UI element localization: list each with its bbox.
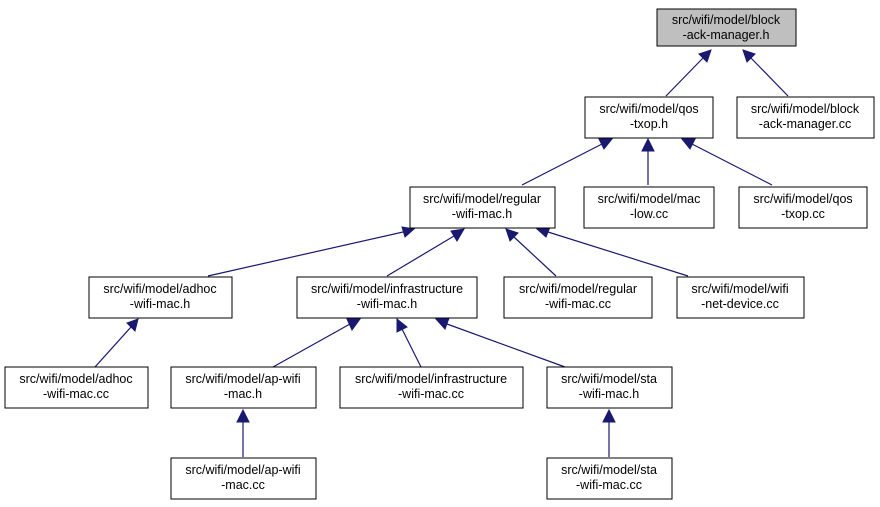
- node-label-line1: src/wifi/model/sta: [561, 463, 657, 477]
- node-adhoc-wifi-mac-cc[interactable]: src/wifi/model/adhoc -wifi-mac.cc: [4, 366, 149, 409]
- node-label-line2: -wifi-mac.h: [130, 297, 190, 311]
- node-box: [676, 276, 805, 319]
- node-box: [409, 186, 556, 229]
- node-box: [503, 276, 653, 319]
- node-label-line1: src/wifi/model/mac: [598, 192, 701, 206]
- node-regular-wifi-mac-cc[interactable]: src/wifi/model/regular -wifi-mac.cc: [503, 276, 653, 319]
- node-box: [4, 366, 149, 409]
- node-label-line1: src/wifi/model/infrastructure: [311, 282, 463, 296]
- node-label-line1: src/wifi/model/ap-wifi: [185, 372, 300, 386]
- node-mac-low-cc[interactable]: src/wifi/model/mac -low.cc: [583, 186, 715, 229]
- node-label-line2: -wifi-mac.h: [357, 297, 417, 311]
- node-label-line1: src/wifi/model/block: [672, 13, 781, 27]
- node-box: [170, 366, 317, 409]
- node-label-line1: src/wifi/model/ap-wifi: [185, 463, 300, 477]
- node-label-line1: src/wifi/model/regular: [519, 282, 637, 296]
- edge-regular-wifi-mac-h-to-qos-txop-h: [521, 138, 614, 186]
- node-label-line2: -txop.cc: [781, 207, 825, 221]
- node-block-ack-manager-cc[interactable]: src/wifi/model/block -ack-manager.cc: [736, 96, 875, 139]
- node-box: [583, 186, 715, 229]
- node-box: [546, 457, 673, 500]
- node-adhoc-wifi-mac-h[interactable]: src/wifi/model/adhoc -wifi-mac.h: [88, 276, 233, 319]
- node-label-line2: -wifi-mac.cc: [43, 387, 109, 401]
- node-wifi-net-device-cc[interactable]: src/wifi/model/wifi -net-device.cc: [676, 276, 805, 319]
- node-label-line2: -ack-manager.h: [683, 28, 770, 42]
- node-label-line1: src/wifi/model/qos: [753, 192, 852, 206]
- node-box: [170, 457, 317, 500]
- node-box: [339, 366, 524, 409]
- node-label-line2: -mac.h: [224, 387, 262, 401]
- node-label-line1: src/wifi/model/sta: [561, 372, 657, 386]
- edge-qos-txop-h-to-block-ack-manager-h: [665, 49, 712, 97]
- edge-adhoc-wifi-mac-h-to-regular-wifi-mac-h: [207, 226, 416, 277]
- node-ap-wifi-mac-cc[interactable]: src/wifi/model/ap-wifi -mac.cc: [170, 457, 317, 500]
- node-block-ack-manager-h[interactable]: src/wifi/model/block -ack-manager.h: [656, 8, 797, 47]
- edge-regular-wifi-mac-cc-to-regular-wifi-mac-h: [505, 228, 557, 277]
- node-label-line2: -wifi-mac.h: [579, 387, 639, 401]
- node-box: [584, 96, 714, 139]
- edge-qos-txop-cc-to-qos-txop-h: [680, 138, 773, 186]
- edge-sta-wifi-mac-cc-to-sta-wifi-mac-h: [602, 408, 616, 457]
- node-box: [296, 276, 478, 319]
- node-label-line2: -wifi-mac.cc: [545, 297, 611, 311]
- node-infrastructure-wifi-mac-cc[interactable]: src/wifi/model/infrastructure -wifi-mac.…: [339, 366, 524, 409]
- edge-adhoc-wifi-mac-cc-to-adhoc-wifi-mac-h: [94, 318, 139, 368]
- node-label-line1: src/wifi/model/adhoc: [19, 372, 132, 386]
- node-box: [88, 276, 233, 319]
- node-label-line2: -wifi-mac.cc: [398, 387, 464, 401]
- node-label-line1: src/wifi/model/regular: [423, 192, 541, 206]
- node-label-line2: -wifi-mac.cc: [576, 478, 642, 492]
- edge-infrastructure-wifi-mac-cc-to-infrastructure-wifi-mac-h: [396, 317, 422, 368]
- node-qos-txop-cc[interactable]: src/wifi/model/qos -txop.cc: [738, 186, 868, 229]
- edge-infrastructure-wifi-mac-h-to-regular-wifi-mac-h: [386, 228, 465, 277]
- node-label-line2: -mac.cc: [221, 478, 265, 492]
- node-box: [736, 96, 875, 139]
- node-label-line2: -low.cc: [630, 207, 668, 221]
- edge-ap-wifi-mac-cc-to-ap-wifi-mac-h: [236, 408, 250, 457]
- node-sta-wifi-mac-cc[interactable]: src/wifi/model/sta -wifi-mac.cc: [546, 457, 673, 500]
- edge-block-ack-manager-cc-to-block-ack-manager-h: [742, 49, 789, 97]
- node-label-line1: src/wifi/model/qos: [599, 102, 698, 116]
- edge-mac-low-cc-to-qos-txop-h: [641, 137, 655, 185]
- node-label-line1: src/wifi/model/adhoc: [103, 282, 216, 296]
- node-box: [546, 366, 673, 409]
- edge-sta-wifi-mac-h-to-infrastructure-wifi-mac-h: [434, 317, 566, 368]
- node-ap-wifi-mac-h[interactable]: src/wifi/model/ap-wifi -mac.h: [170, 366, 317, 409]
- graph-nodes: src/wifi/model/block -ack-manager.h src/…: [4, 8, 875, 500]
- edge-ap-wifi-mac-h-to-infrastructure-wifi-mac-h: [272, 318, 361, 368]
- node-regular-wifi-mac-h[interactable]: src/wifi/model/regular -wifi-mac.h: [409, 186, 556, 229]
- node-box: [656, 8, 797, 47]
- node-label-line2: -txop.h: [630, 117, 668, 131]
- edge-wifi-net-device-cc-to-regular-wifi-mac-h: [535, 226, 689, 277]
- node-label-line1: src/wifi/model/wifi: [691, 282, 788, 296]
- node-label-line2: -ack-manager.cc: [759, 117, 851, 131]
- node-label-line1: src/wifi/model/block: [751, 102, 860, 116]
- node-label-line2: -wifi-mac.h: [452, 207, 512, 221]
- node-sta-wifi-mac-h[interactable]: src/wifi/model/sta -wifi-mac.h: [546, 366, 673, 409]
- node-box: [738, 186, 868, 229]
- node-qos-txop-h[interactable]: src/wifi/model/qos -txop.h: [584, 96, 714, 139]
- graph-edges: [94, 49, 789, 457]
- node-infrastructure-wifi-mac-h[interactable]: src/wifi/model/infrastructure -wifi-mac.…: [296, 276, 478, 319]
- node-label-line2: -net-device.cc: [701, 297, 779, 311]
- node-label-line1: src/wifi/model/infrastructure: [355, 372, 507, 386]
